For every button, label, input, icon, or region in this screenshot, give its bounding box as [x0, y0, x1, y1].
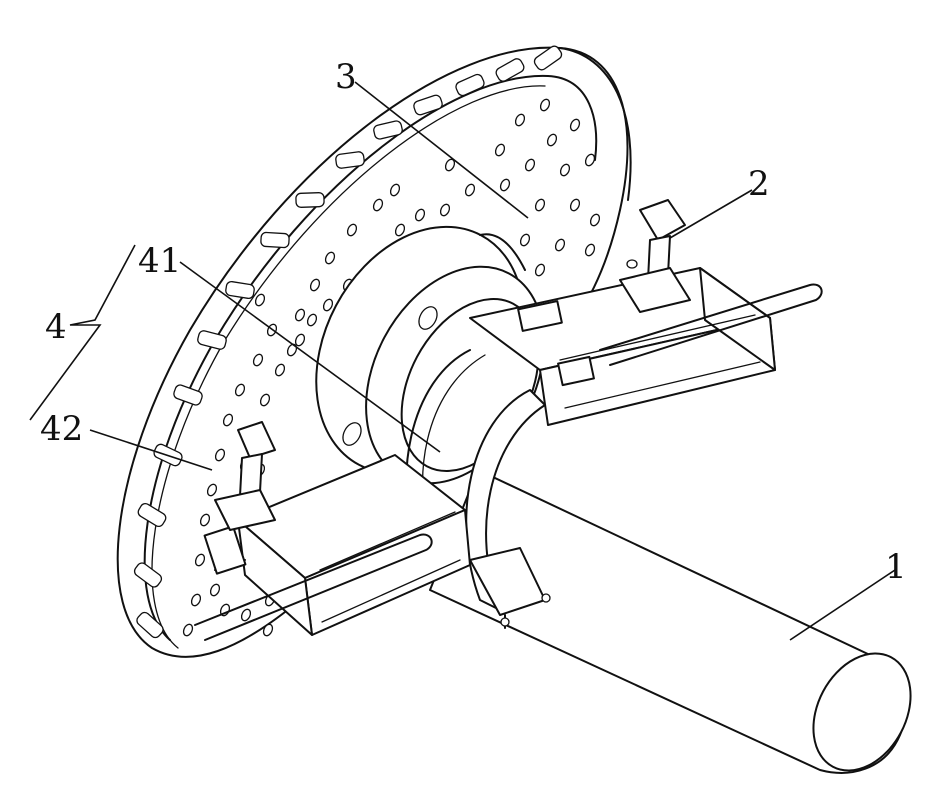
- rim-slot: [335, 151, 365, 169]
- rim-slot: [296, 193, 324, 208]
- leader-2: [670, 190, 752, 238]
- callout-3: 3: [335, 57, 357, 97]
- leader-1: [790, 570, 895, 640]
- callout-42: 42: [40, 409, 83, 449]
- clamp-2: [620, 200, 690, 312]
- callout-2: 2: [748, 164, 770, 204]
- callout-4: 4: [45, 307, 67, 347]
- rim-slot: [261, 232, 290, 248]
- callout-41: 41: [138, 241, 181, 281]
- callout-1: 1: [885, 547, 907, 587]
